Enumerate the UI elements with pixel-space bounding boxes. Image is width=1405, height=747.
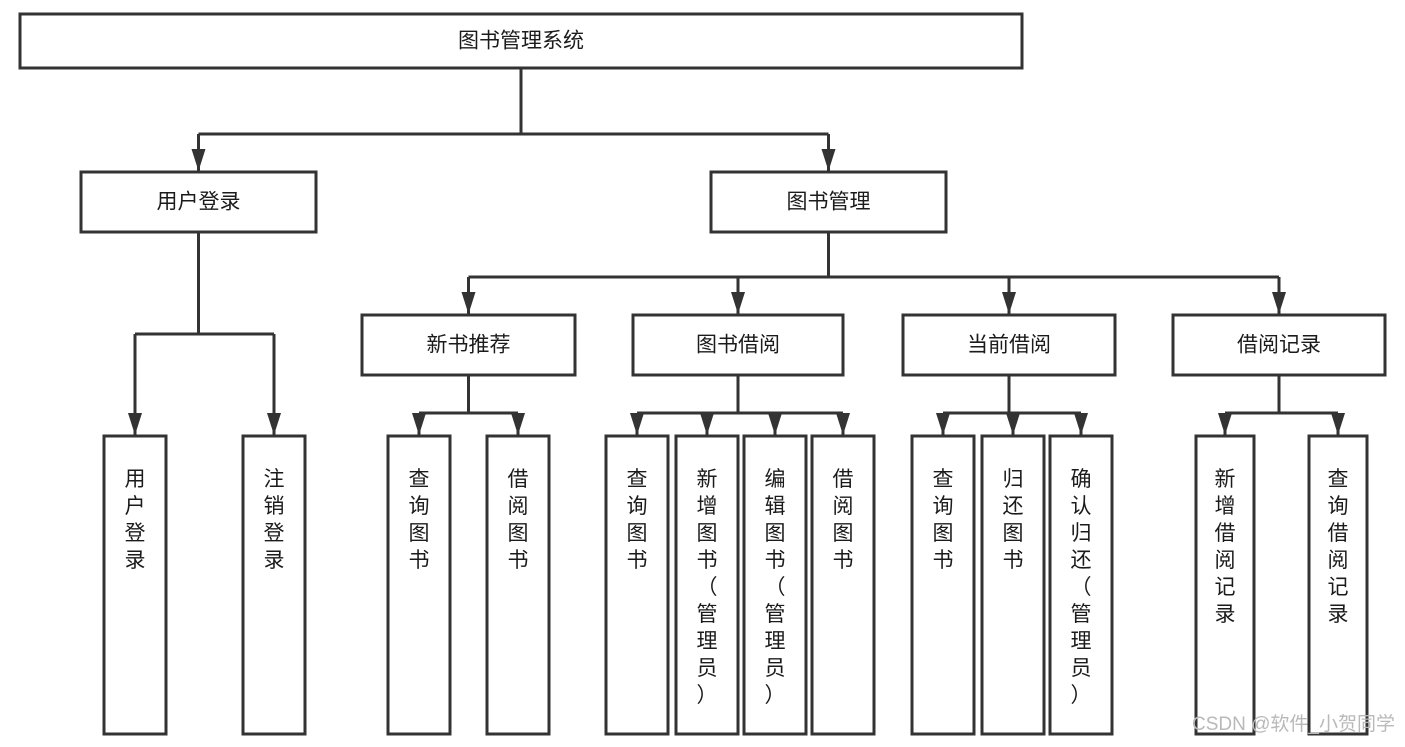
- book-borrow-arrow-2: [768, 413, 782, 435]
- node-box-leaf-return-book: [980, 434, 1046, 736]
- node-label-root: 图书管理系统: [458, 30, 584, 53]
- node-label-leaf-query-borrow-record: 查询借阅记录: [1328, 468, 1349, 626]
- book-management-arrow-2: [1002, 292, 1016, 314]
- node-label-leaf-return-book: 归还图书: [1003, 468, 1024, 572]
- node-box-leaf-user-logout: [241, 434, 307, 736]
- node-label-current-borrow: 当前借阅: [967, 334, 1051, 357]
- node-current-borrow[interactable]: 当前借阅: [901, 313, 1117, 377]
- root-arrow-1: [821, 149, 836, 171]
- node-leaf-query-book-new[interactable]: 查询图书: [386, 434, 452, 736]
- book-management-arrow-3: [1272, 292, 1286, 314]
- node-label-leaf-confirm-return: 确认归还（管理员）: [1071, 468, 1092, 707]
- node-label-leaf-user-logout: 注销登录: [264, 468, 285, 572]
- user-login-arrow-0: [128, 413, 142, 435]
- node-box-book-borrow: [631, 313, 845, 377]
- node-label-borrow-record: 借阅记录: [1237, 334, 1321, 357]
- node-box-user-login: [79, 170, 318, 234]
- node-new-book-recommend[interactable]: 新书推荐: [360, 313, 577, 377]
- node-box-book-management: [709, 170, 948, 234]
- new-book-recommend-arrow-1: [511, 413, 525, 435]
- node-leaf-query-book-current[interactable]: 查询图书: [910, 434, 976, 736]
- current-borrow-arrow-2: [1074, 413, 1088, 435]
- node-box-leaf-query-book-borrow: [604, 434, 670, 736]
- current-borrow-arrow-0: [936, 413, 950, 435]
- node-label-leaf-add-book-admin: 新增图书（管理员）: [697, 468, 718, 707]
- node-box-new-book-recommend: [360, 313, 577, 377]
- root-arrow-0: [191, 149, 206, 171]
- nodes-layer: 图书管理系统用户登录图书管理新书推荐图书借阅当前借阅借阅记录用户登录注销登录查询…: [18, 12, 1387, 736]
- book-borrow-arrow-3: [836, 413, 850, 435]
- node-leaf-user-logout[interactable]: 注销登录: [241, 434, 307, 736]
- node-box-current-borrow: [901, 313, 1117, 377]
- user-login-arrow-1: [267, 413, 281, 435]
- book-management-arrow-0: [461, 292, 476, 314]
- node-leaf-borrow-book[interactable]: 借阅图书: [810, 434, 876, 736]
- borrow-record-arrow-0: [1218, 413, 1232, 435]
- node-label-leaf-edit-book-admin: 编辑图书（管理员）: [765, 468, 786, 707]
- node-label-user-login: 用户登录: [157, 191, 241, 214]
- book-borrow-arrow-0: [630, 413, 644, 435]
- node-book-borrow[interactable]: 图书借阅: [631, 313, 845, 377]
- node-box-leaf-edit-book-admin: [742, 434, 808, 736]
- node-box-leaf-query-borrow-record: [1307, 434, 1369, 736]
- node-leaf-return-book[interactable]: 归还图书: [980, 434, 1046, 736]
- node-box-leaf-query-book-current: [910, 434, 976, 736]
- node-box-leaf-query-book-new: [386, 434, 452, 736]
- node-label-book-borrow: 图书借阅: [696, 334, 780, 357]
- node-leaf-user-login[interactable]: 用户登录: [102, 434, 168, 736]
- node-label-leaf-query-book-borrow: 查询图书: [627, 468, 648, 572]
- node-box-borrow-record: [1171, 313, 1387, 377]
- borrow-record-arrow-1: [1331, 413, 1345, 435]
- node-leaf-add-book-admin[interactable]: 新增图书（管理员）: [674, 434, 740, 736]
- node-label-new-book-recommend: 新书推荐: [427, 334, 511, 357]
- current-borrow-arrow-1: [1006, 413, 1020, 435]
- node-leaf-edit-book-admin[interactable]: 编辑图书（管理员）: [742, 434, 808, 736]
- node-label-leaf-borrow-book-new: 借阅图书: [508, 468, 529, 572]
- node-box-leaf-confirm-return: [1048, 434, 1114, 736]
- node-user-login[interactable]: 用户登录: [79, 170, 318, 234]
- node-box-leaf-user-login: [102, 434, 168, 736]
- node-label-leaf-query-book-new: 查询图书: [409, 468, 430, 572]
- connectors-layer: [128, 68, 1345, 435]
- node-box-leaf-add-borrow-record: [1194, 434, 1256, 736]
- node-label-leaf-add-borrow-record: 新增借阅记录: [1215, 468, 1236, 626]
- node-leaf-add-borrow-record[interactable]: 新增借阅记录: [1194, 434, 1256, 736]
- node-box-leaf-add-book-admin: [674, 434, 740, 736]
- book-management-arrow-1: [731, 292, 745, 314]
- csdn-watermark: CSDN @软件_小贺同学: [1192, 713, 1395, 735]
- node-box-leaf-borrow-book-new: [485, 434, 551, 736]
- node-root[interactable]: 图书管理系统: [18, 12, 1024, 70]
- new-book-recommend-arrow-0: [412, 413, 426, 435]
- node-box-root: [18, 12, 1024, 70]
- node-book-management[interactable]: 图书管理: [709, 170, 948, 234]
- node-label-leaf-user-login: 用户登录: [125, 468, 146, 572]
- node-leaf-borrow-book-new[interactable]: 借阅图书: [485, 434, 551, 736]
- node-borrow-record[interactable]: 借阅记录: [1171, 313, 1387, 377]
- node-box-leaf-borrow-book: [810, 434, 876, 736]
- node-label-book-management: 图书管理: [787, 191, 871, 214]
- node-leaf-query-borrow-record[interactable]: 查询借阅记录: [1307, 434, 1369, 736]
- node-label-leaf-borrow-book: 借阅图书: [833, 468, 854, 572]
- node-label-leaf-query-book-current: 查询图书: [933, 468, 954, 572]
- node-leaf-query-book-borrow[interactable]: 查询图书: [604, 434, 670, 736]
- node-leaf-confirm-return[interactable]: 确认归还（管理员）: [1048, 434, 1114, 736]
- book-borrow-arrow-1: [700, 413, 714, 435]
